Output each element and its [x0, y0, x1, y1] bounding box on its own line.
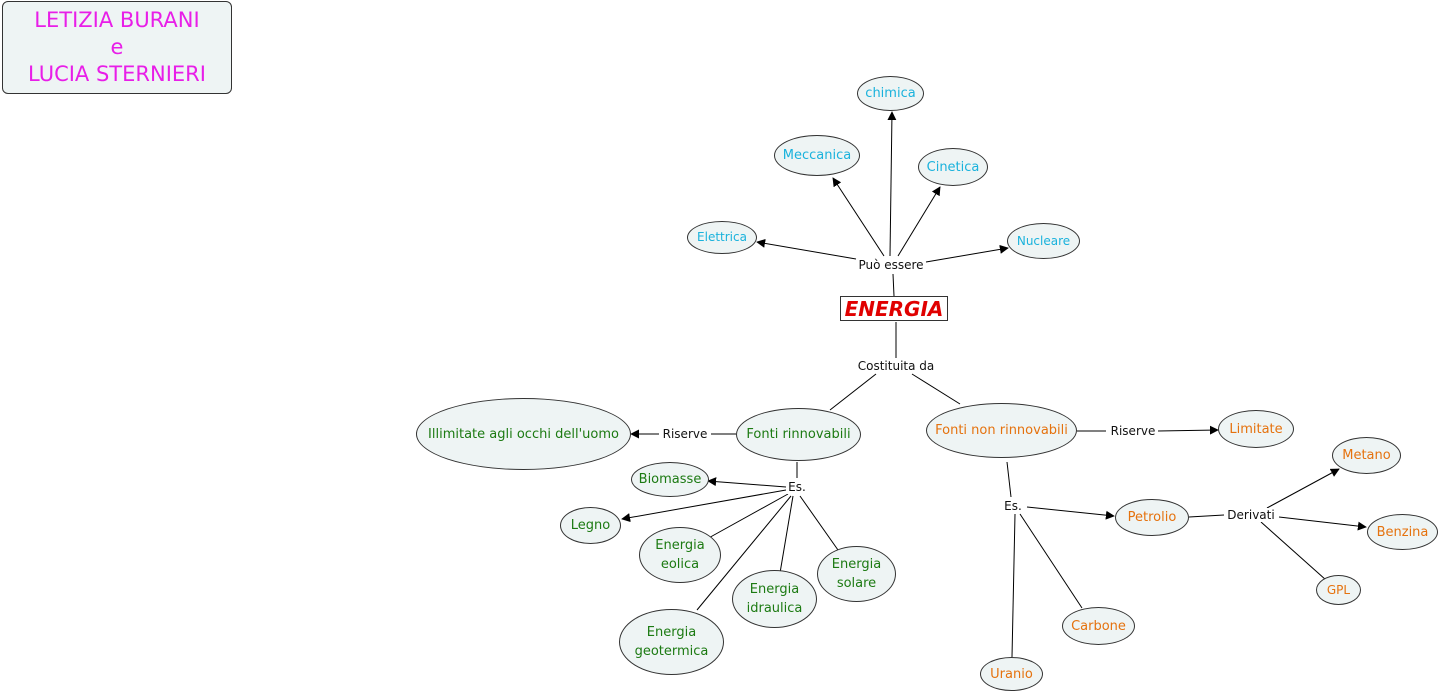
concept-nucleare[interactable]: Nucleare	[1007, 223, 1080, 259]
concept-elettrica[interactable]: Elettrica	[687, 221, 757, 254]
concept-petrolio[interactable]: Petrolio	[1115, 499, 1189, 536]
concept-chimica[interactable]: chimica	[857, 76, 924, 111]
concept-legno[interactable]: Legno	[560, 507, 621, 544]
concept-meccanica[interactable]: Meccanica	[774, 135, 860, 176]
concept-metano[interactable]: Metano	[1332, 437, 1401, 474]
link-es-non-rinnovabili[interactable]: Es.	[1002, 499, 1024, 513]
link-derivati[interactable]: Derivati	[1225, 508, 1277, 522]
concept-biomasse[interactable]: Biomasse	[631, 462, 709, 497]
concept-energia-solare[interactable]: Energia solare	[817, 546, 896, 602]
concept-energia-geotermica[interactable]: Energia geotermica	[619, 609, 724, 675]
concept-energia[interactable]: ENERGIA	[840, 296, 948, 321]
link-costituita-da[interactable]: Costituita da	[855, 359, 937, 373]
concept-cinetica[interactable]: Cinetica	[918, 148, 988, 186]
concept-uranio[interactable]: Uranio	[980, 657, 1043, 691]
link-riserve-rinnovabili[interactable]: Riserve	[660, 427, 710, 441]
concept-energia-idraulica[interactable]: Energia idraulica	[732, 570, 817, 628]
concept-energia-eolica[interactable]: Energia eolica	[639, 527, 721, 583]
link-riserve-non-rinnovabili[interactable]: Riserve	[1108, 424, 1158, 438]
concept-limitate[interactable]: Limitate	[1218, 410, 1294, 448]
authors-title-box: LETIZIA BURANI e LUCIA STERNIERI	[2, 1, 232, 94]
concept-carbone[interactable]: Carbone	[1062, 607, 1135, 645]
author-line-3: LUCIA STERNIERI	[28, 62, 206, 86]
concept-illimitate[interactable]: Illimitate agli occhi dell'uomo	[416, 398, 631, 470]
concept-fonti-non-rinnovabili[interactable]: Fonti non rinnovabili	[926, 403, 1077, 458]
link-puo-essere[interactable]: Può essere	[856, 258, 926, 272]
concept-gpl[interactable]: GPL	[1316, 575, 1361, 605]
concept-fonti-rinnovabili[interactable]: Fonti rinnovabili	[736, 408, 861, 461]
author-line-2: e	[110, 35, 124, 59]
link-es-rinnovabili[interactable]: Es.	[786, 480, 808, 494]
author-line-1: LETIZIA BURANI	[34, 8, 200, 32]
concept-benzina[interactable]: Benzina	[1367, 514, 1438, 550]
